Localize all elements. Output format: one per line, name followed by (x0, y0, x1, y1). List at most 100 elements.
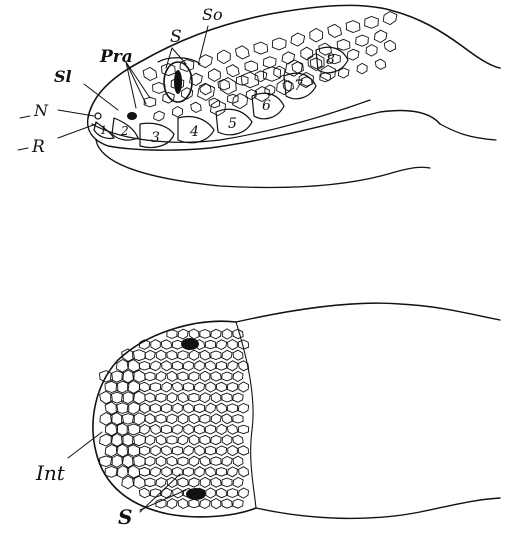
scale-cell (183, 361, 193, 370)
scale-cell (105, 467, 118, 478)
scale-cell (384, 40, 395, 51)
scale-cell (150, 383, 160, 392)
scale-cell (162, 467, 172, 477)
scale-cell (216, 340, 226, 350)
scale-cell (238, 425, 248, 434)
scale-cell (233, 415, 243, 424)
scale-cell (189, 478, 199, 487)
scale-cell (238, 446, 248, 455)
scale-cell (194, 425, 204, 434)
scale-cell (227, 489, 237, 498)
scale-cell (127, 445, 140, 457)
scale-cell (206, 403, 216, 413)
scale-cell (183, 446, 193, 456)
scale-cell (139, 467, 149, 476)
scale-cell (167, 351, 177, 360)
scale-cell (162, 382, 172, 392)
scale-cell (200, 435, 210, 444)
scale-cell (211, 351, 221, 360)
scale-cell (145, 414, 155, 424)
scale-cell (211, 329, 221, 339)
scale-cell (145, 372, 155, 381)
scale-cell (122, 476, 135, 489)
scale-cell (162, 361, 172, 371)
scale-cell (222, 350, 232, 360)
scale-cell (150, 361, 160, 371)
scale-cell (228, 340, 238, 350)
scale-cell (301, 47, 313, 60)
scale-cell (347, 49, 359, 60)
scale-cell (167, 393, 177, 403)
scale-cell (227, 425, 237, 435)
supralabial-number-7: 7 (294, 78, 303, 94)
scale-cell (145, 350, 155, 360)
scale-cell (200, 477, 210, 487)
scale-cell (139, 446, 149, 455)
scale-cell (133, 370, 146, 382)
scale-cell (233, 456, 243, 466)
label-supraocular-s: S (170, 27, 182, 47)
top-neck-lower-edge (256, 498, 500, 518)
scale-cell (150, 467, 160, 477)
scale-cell (167, 499, 177, 509)
scale-cell (178, 414, 188, 424)
supralabial-number-6: 6 (262, 98, 271, 114)
scale-cell (156, 456, 166, 466)
scale-cell (228, 361, 238, 371)
scale-cell (205, 340, 215, 349)
scale-cell (150, 489, 160, 498)
scale-cell (145, 393, 155, 402)
label-subocular-so: So (202, 5, 223, 24)
scale-cell (116, 360, 129, 373)
scale-cell (143, 67, 157, 80)
scale-cell (383, 12, 397, 25)
scale-cell (116, 403, 129, 414)
scale-cell (222, 393, 232, 402)
scale-cell (200, 414, 210, 423)
scale-cell (222, 456, 232, 466)
scale-cell (310, 58, 322, 69)
scale-cell (189, 329, 199, 339)
scale-cell (310, 28, 323, 42)
scale-cell (216, 446, 226, 456)
side-label-dashes (18, 116, 30, 150)
scale-cell (263, 57, 276, 68)
scale-cell (233, 371, 243, 381)
scale-cell (233, 350, 243, 360)
scale-cell (211, 414, 221, 424)
scale-cell (227, 404, 237, 413)
scale-cell (239, 382, 249, 392)
top-eye-lower (186, 488, 206, 500)
scale-cell (233, 393, 243, 402)
scale-cell (200, 393, 210, 403)
scale-cell (200, 330, 210, 339)
scale-cell (206, 488, 216, 498)
side-leader-lines (58, 26, 208, 138)
scale-cell (211, 393, 221, 403)
scale-cell (183, 403, 193, 413)
scale-cell (167, 371, 177, 381)
scale-cell (337, 39, 350, 50)
scale-cell (178, 478, 188, 487)
scale-cell (194, 404, 204, 413)
scale-cell (263, 67, 280, 81)
scale-cell (122, 414, 135, 425)
scale-cell (139, 382, 149, 392)
scale-cell (328, 24, 342, 37)
scale-cell (150, 404, 160, 413)
scale-cell (206, 382, 216, 392)
scale-cell (227, 383, 237, 392)
scale-cell (172, 467, 182, 476)
top-eye-upper (181, 338, 199, 350)
label-internasal: Int (35, 461, 66, 485)
scale-cell (233, 477, 243, 487)
scale-cell (172, 446, 182, 455)
top-view-drawing (68, 303, 500, 518)
scale-cell (272, 38, 286, 50)
scale-cell (228, 446, 238, 456)
scale-cell (189, 414, 199, 424)
scale-cell (200, 371, 210, 381)
scale-cell (217, 424, 227, 434)
scale-cell (151, 340, 161, 350)
scale-cell (161, 340, 171, 350)
